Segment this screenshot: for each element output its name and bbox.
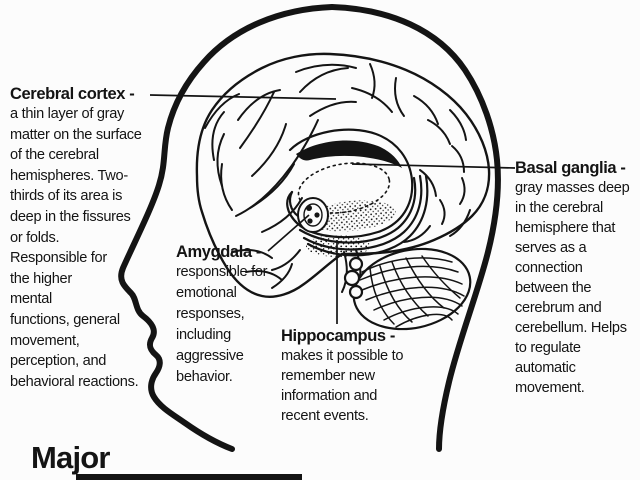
basal-ganglia-term: Basal ganglia -	[515, 159, 626, 177]
cerebral-cortex-term: Cerebral cortex -	[10, 85, 135, 103]
stipple-region-lower	[306, 235, 370, 257]
amygdala-leader-line	[267, 214, 310, 252]
brain-gyri-lines	[204, 63, 471, 289]
page-title-partial: Major	[31, 440, 110, 475]
cerebellum-structure	[343, 247, 472, 331]
hippocampus-description: makes it possible to remember new inform…	[281, 348, 404, 424]
stipple-region-inner	[308, 200, 396, 232]
amygdala-description: responsible for emotional responses, inc…	[176, 264, 268, 385]
dark-crescent	[296, 140, 402, 168]
hippocampus-term: Hippocampus -	[281, 327, 395, 345]
basal-ganglia-leader-line	[351, 163, 516, 169]
amygdala-term: Amygdala -	[176, 243, 261, 261]
cropped-text-bar	[76, 474, 302, 480]
cerebral-cortex-description: a thin layer of gray matter on the surfa…	[10, 106, 142, 390]
cerebral-cortex-leader-line	[149, 94, 337, 100]
hippocampus-label: Hippocampus - makes it possible to remem…	[281, 326, 403, 426]
amygdala-label: Amygdala - responsible for emotional res…	[176, 242, 268, 388]
head-outline	[118, 4, 501, 452]
amygdala-structure	[297, 197, 329, 233]
basal-ganglia-description: gray masses deep in the cerebral hemisph…	[515, 180, 630, 396]
cerebral-cortex-label: Cerebral cortex - a thin layer of gray m…	[10, 84, 142, 392]
basal-ganglia-label: Basal ganglia - gray masses deep in the …	[515, 158, 630, 398]
